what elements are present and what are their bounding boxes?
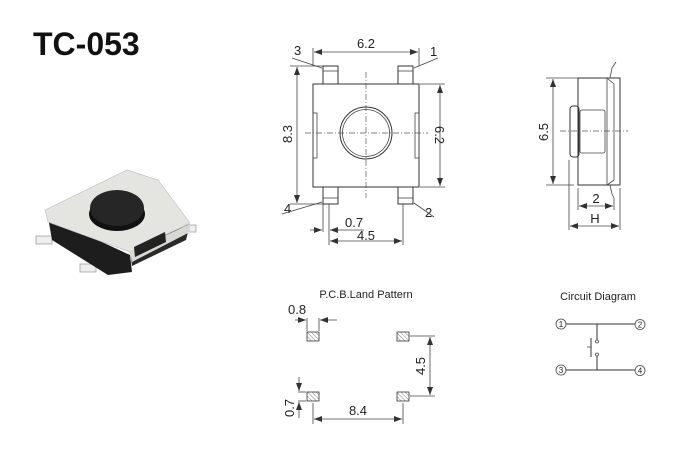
side-slot — [414, 112, 420, 159]
pin-label-2: 2 — [425, 205, 432, 220]
part-number-title: TC-053 — [33, 26, 140, 62]
terminal-label-4: 4 — [638, 367, 643, 376]
terminal-2 — [634, 319, 646, 330]
side-slot — [312, 112, 318, 159]
vertical-pitch-dimension: 4.5 — [413, 357, 428, 375]
width-dimension: 6.2 — [357, 36, 375, 51]
side-view: 6.5 2 H — [536, 61, 628, 230]
side-height-dimension: 6.5 — [536, 123, 551, 141]
pin-width-dimension: 0.7 — [345, 215, 363, 230]
circuit-diagram: Circuit Diagram 1 2 3 4 — [555, 291, 646, 376]
pcb-title: P.C.B.Land Pattern — [319, 289, 412, 301]
pin-label-1: 1 — [430, 44, 437, 59]
terminal-label-1: 1 — [559, 320, 564, 329]
horizontal-pitch-dimension: 8.4 — [349, 403, 367, 418]
total-height-dimension: H — [590, 211, 599, 226]
pad-width-dimension: 0.8 — [288, 302, 306, 317]
pin-4 — [322, 186, 339, 205]
side-button — [569, 105, 580, 158]
terminal-1 — [555, 318, 567, 330]
pad — [396, 331, 410, 342]
depth-dimension: 2 — [592, 191, 599, 206]
pin-label-3: 3 — [294, 43, 301, 58]
pin — [79, 263, 97, 273]
pin-3 — [322, 65, 339, 85]
height-dimension: 8.3 — [280, 125, 295, 143]
terminal-label-2: 2 — [638, 321, 643, 330]
circuit-title: Circuit Diagram — [560, 291, 636, 303]
terminal-label-3: 3 — [559, 366, 564, 375]
pcb-land-pattern: P.C.B.Land Pattern 0.8 4.5 0.7 8.4 — [282, 289, 435, 424]
top-view: 6.2 8.3 6.2 0.7 4.5 3 1 4 2 — [280, 36, 447, 245]
button-cap — [90, 190, 144, 226]
side-slot — [134, 232, 166, 257]
pad — [396, 391, 410, 402]
pin — [35, 235, 53, 245]
body-dimension: 6.2 — [432, 126, 447, 144]
pin-label-4: 4 — [284, 201, 291, 216]
product-image — [35, 169, 197, 275]
pin-2 — [397, 186, 414, 205]
terminal-3 — [555, 364, 567, 376]
pad — [306, 331, 320, 342]
pin-pitch-dimension: 4.5 — [357, 228, 375, 243]
body-side — [48, 217, 132, 275]
pad-height-dimension: 0.7 — [282, 399, 297, 417]
pad — [306, 391, 320, 402]
pin-1 — [397, 65, 414, 85]
terminal-4 — [634, 365, 646, 376]
side-body — [577, 77, 621, 186]
